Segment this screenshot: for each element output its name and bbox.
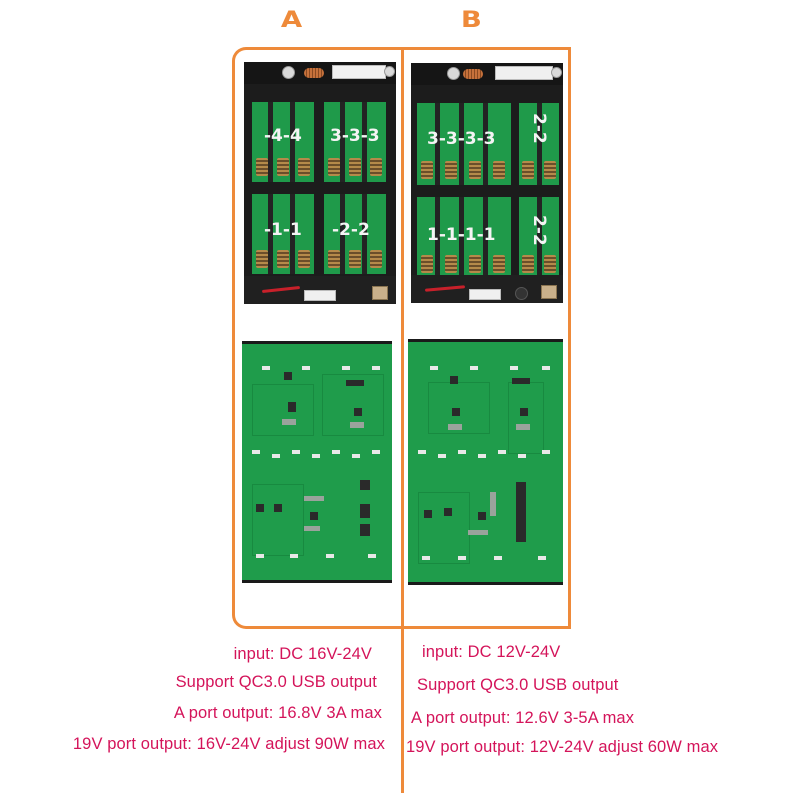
input-connector (304, 290, 336, 301)
bay-label: -4-4 (264, 126, 302, 146)
ic-chip (520, 408, 528, 416)
ic-chip (354, 408, 362, 416)
bay-label: 3-3-3 (330, 126, 380, 146)
ic-chip (468, 530, 488, 535)
ic-chip (478, 512, 486, 520)
ic-chip (452, 408, 460, 416)
input-connector (469, 289, 501, 300)
battery-bay: -1-1 (252, 194, 314, 274)
ic-chip (256, 504, 264, 512)
center-divider (401, 47, 404, 793)
usb-port-icon (541, 285, 557, 299)
spec-a-input: input: DC 16V-24V (233, 645, 372, 663)
spec-a-a-port: A port output: 16.8V 3A max (173, 704, 382, 722)
capacitor-icon (447, 67, 460, 80)
bay-label: -1-1 (264, 220, 302, 240)
capacitor-icon (282, 66, 295, 79)
spec-a-19v-port: 19V port output: 16V-24V adjust 90W max (72, 735, 385, 753)
ic-chip (310, 512, 318, 520)
capacitor-icon (384, 66, 395, 77)
ic-chip (274, 504, 282, 512)
ic-chip (284, 372, 292, 380)
ic-chip (516, 482, 526, 542)
spec-a-qc: Support QC3.0 USB output (175, 673, 377, 691)
spec-b-19v-port: 19V port output: 12V-24V adjust 60W max (406, 738, 719, 756)
balance-connector (495, 66, 553, 80)
battery-bay: 3-3-3-3 (417, 103, 511, 185)
ic-chip (450, 376, 458, 384)
capacitor-icon (551, 67, 562, 78)
ic-chip (424, 510, 432, 518)
ic-chip (346, 380, 364, 386)
bay-label: 1-1-1-1 (427, 225, 496, 245)
ic-chip (350, 422, 364, 428)
bay-label: -2-2 (332, 220, 370, 240)
variant-b-frame (402, 47, 571, 629)
spec-b-a-port: A port output: 12.6V 3-5A max (411, 709, 635, 727)
ic-chip (304, 496, 324, 501)
ic-chip (288, 402, 296, 412)
ic-chip (490, 492, 496, 516)
pcb-board-b (408, 339, 563, 585)
battery-bay: -2-2 (324, 194, 386, 274)
spec-b-qc: Support QC3.0 USB output (417, 676, 619, 694)
usb-port-icon (372, 286, 388, 300)
ic-chip (360, 524, 370, 536)
inductor-icon (463, 69, 483, 79)
variant-a-frame (232, 47, 405, 629)
inductor-icon (304, 68, 324, 78)
pcb-board-a (242, 341, 392, 583)
ic-chip (360, 504, 370, 518)
battery-bay: 2-2 (519, 103, 559, 185)
variant-b-label: B (460, 8, 482, 33)
bay-label: 2-2 (529, 113, 549, 144)
ic-chip (282, 419, 296, 425)
bay-label: 2-2 (529, 215, 549, 246)
bay-label: 3-3-3-3 (427, 129, 496, 149)
variant-a-label: A (280, 8, 303, 33)
balance-connector (332, 65, 386, 79)
ic-chip (516, 424, 530, 430)
battery-bay: -4-4 (252, 102, 314, 182)
dc-jack-icon (515, 287, 528, 300)
battery-case-b: 3-3-3-3 2-2 1-1-1-1 2-2 (411, 63, 563, 303)
battery-bay: 2-2 (519, 197, 559, 279)
battery-bay: 1-1-1-1 (417, 197, 511, 279)
ic-chip (444, 508, 452, 516)
battery-case-a: -4-4 3-3-3 -1-1 -2-2 (244, 62, 396, 304)
ic-chip (360, 480, 370, 490)
battery-bay: 3-3-3 (324, 102, 386, 182)
ic-chip (304, 526, 320, 531)
ic-chip (512, 378, 530, 384)
ic-chip (448, 424, 462, 430)
spec-b-input: input: DC 12V-24V (422, 643, 561, 661)
